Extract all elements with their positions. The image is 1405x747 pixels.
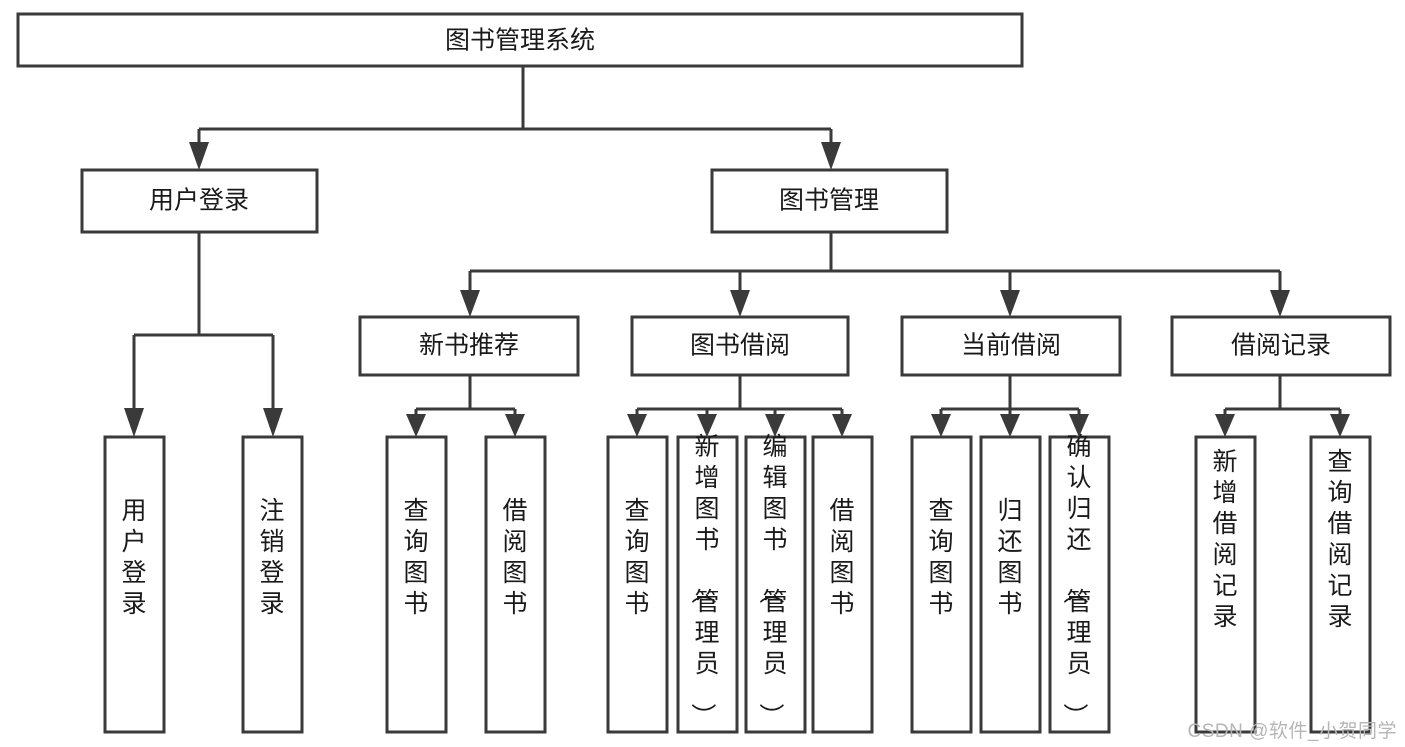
connector-newbook-to-leaves — [406, 375, 525, 437]
connector-bookmgmt-to-level3 — [460, 232, 1290, 317]
connector-userlogin-to-leaves — [124, 232, 283, 437]
connector-root-to-level2 — [189, 66, 841, 170]
connector-currentborrow-to-leaves — [931, 375, 1089, 437]
leaf-query-borrow-record-label: 查询借阅记录 — [1327, 448, 1352, 631]
leaf-borrow-book-1-label: 借阅图书 — [502, 497, 527, 618]
leaf-edit-book-admin[interactable]: 编辑图书（管理员） — [744, 433, 807, 734]
node-book-borrow-label: 图书借阅 — [690, 332, 790, 360]
node-book-borrow-box[interactable] — [630, 315, 850, 377]
arrow-head-icon — [1215, 414, 1235, 437]
arrow-head-icon — [263, 408, 283, 437]
connector-borrowrecord-to-leaves — [1215, 375, 1350, 437]
leaf-query-book-3-label: 查询图书 — [928, 497, 953, 618]
leaf-borrow-book-1-box[interactable] — [484, 435, 547, 734]
arrow-head-icon — [189, 142, 209, 170]
arrow-head-icon — [1000, 414, 1020, 437]
node-user-login[interactable]: 用户登录 — [80, 168, 319, 234]
connector-bookborrow-to-leaves — [627, 375, 852, 437]
arrow-head-icon — [730, 290, 750, 317]
arrow-head-icon — [1270, 290, 1290, 317]
leaf-logout-box[interactable] — [241, 435, 304, 734]
arrow-head-icon — [821, 142, 841, 170]
leaf-query-borrow-record-box[interactable] — [1309, 435, 1372, 734]
leaf-query-book-2-box[interactable] — [606, 435, 669, 734]
leaf-add-borrow-record-box[interactable] — [1194, 435, 1257, 734]
node-user-login-label: 用户登录 — [149, 187, 249, 215]
leaf-borrow-book-2-box[interactable] — [811, 435, 874, 734]
leaf-logout-label: 注销登录 — [259, 497, 284, 618]
node-book-management-label: 图书管理 — [779, 187, 879, 215]
node-new-book-recommend-label: 新书推荐 — [419, 332, 519, 360]
leaf-logout[interactable]: 注销登录 — [241, 435, 304, 734]
leaf-edit-book-admin-label: 编辑图书（管理员） — [756, 433, 787, 728]
arrow-head-icon — [460, 290, 480, 317]
leaf-query-book-1[interactable]: 查询图书 — [385, 435, 448, 734]
leaf-query-book-2-label: 查询图书 — [624, 497, 649, 618]
arrow-head-icon — [124, 408, 144, 437]
node-borrow-record-box[interactable] — [1170, 315, 1392, 377]
leaf-query-book-3[interactable]: 查询图书 — [910, 435, 973, 734]
leaf-borrow-book-1[interactable]: 借阅图书 — [484, 435, 547, 734]
node-book-management[interactable]: 图书管理 — [710, 168, 949, 234]
node-current-borrow-label: 当前借阅 — [961, 332, 1061, 360]
node-new-book-recommend-box[interactable] — [358, 315, 580, 377]
node-borrow-record-label: 借阅记录 — [1231, 332, 1331, 360]
leaf-borrow-book-2-label: 借阅图书 — [829, 497, 854, 618]
leaf-confirm-return-admin[interactable]: 确认归还（管理员） — [1048, 433, 1111, 734]
leaf-confirm-return-admin-label: 确认归还（管理员） — [1060, 433, 1091, 728]
leaf-add-book-admin-box[interactable] — [676, 435, 739, 734]
leaf-user-login[interactable]: 用户登录 — [103, 435, 166, 734]
leaf-query-borrow-record[interactable]: 查询借阅记录 — [1309, 435, 1372, 734]
leaf-query-book-1-label: 查询图书 — [403, 497, 428, 618]
node-current-borrow[interactable]: 当前借阅 — [900, 315, 1122, 377]
leaf-add-borrow-record[interactable]: 新增借阅记录 — [1194, 435, 1257, 734]
node-new-book-recommend[interactable]: 新书推荐 — [358, 315, 580, 377]
leaf-return-book-box[interactable] — [979, 435, 1042, 734]
node-borrow-record[interactable]: 借阅记录 — [1170, 315, 1392, 377]
leaf-confirm-return-admin-box[interactable] — [1048, 435, 1111, 734]
arrow-head-icon — [1000, 290, 1020, 317]
leaf-return-book-label: 归还图书 — [997, 497, 1022, 618]
node-book-management-box[interactable] — [710, 168, 949, 234]
leaf-add-book-admin-label: 新增图书（管理员） — [688, 433, 719, 728]
leaf-add-borrow-record-label: 新增借阅记录 — [1212, 448, 1237, 631]
leaf-add-book-admin[interactable]: 新增图书（管理员） — [676, 433, 739, 734]
arrow-head-icon — [931, 414, 951, 437]
arrow-head-icon — [697, 414, 717, 437]
node-current-borrow-box[interactable] — [900, 315, 1122, 377]
arrow-head-icon — [1069, 414, 1089, 437]
leaf-user-login-box[interactable] — [103, 435, 166, 734]
arrow-head-icon — [765, 414, 785, 437]
leaf-edit-book-admin-box[interactable] — [744, 435, 807, 734]
arrow-head-icon — [406, 414, 426, 437]
arrow-head-icon — [832, 414, 852, 437]
arrow-head-icon — [627, 414, 647, 437]
node-root[interactable]: 图书管理系统 — [16, 12, 1024, 68]
node-user-login-box[interactable] — [80, 168, 319, 234]
leaf-borrow-book-2[interactable]: 借阅图书 — [811, 435, 874, 734]
leaf-user-login-label: 用户登录 — [121, 497, 146, 618]
node-root-box[interactable] — [16, 12, 1024, 68]
leaf-query-book-2[interactable]: 查询图书 — [606, 435, 669, 734]
arrow-head-icon — [505, 414, 525, 437]
arrow-head-icon — [1330, 414, 1350, 437]
leaf-query-book-3-box[interactable] — [910, 435, 973, 734]
leaf-return-book[interactable]: 归还图书 — [979, 435, 1042, 734]
node-book-borrow[interactable]: 图书借阅 — [630, 315, 850, 377]
leaf-query-book-1-box[interactable] — [385, 435, 448, 734]
node-root-label: 图书管理系统 — [445, 27, 595, 55]
